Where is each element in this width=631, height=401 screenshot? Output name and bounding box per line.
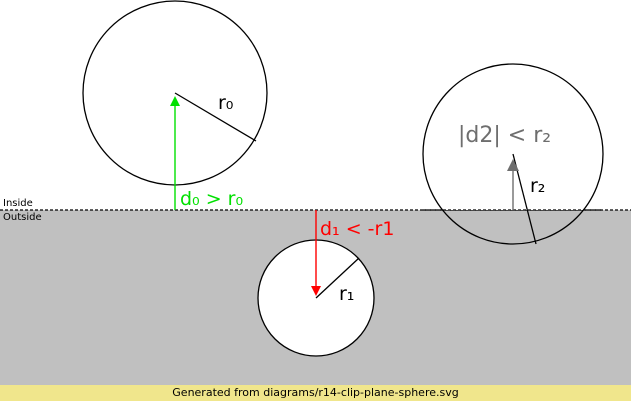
sphere-0-radius [174, 92, 257, 142]
sphere-2-inside-part [423, 64, 603, 210]
sphere-1-distance-label: d₁ < -r1 [320, 218, 394, 240]
sphere-0-distance-label: d₀ > r₀ [180, 188, 243, 210]
inside-label: Inside [3, 198, 33, 209]
sphere-0-radius-label: r₀ [218, 92, 233, 114]
sphere-2-distance-label: |d2| < r₂ [458, 123, 551, 148]
sphere-1-radius [315, 257, 360, 299]
sphere-1-radius-label: r₁ [339, 283, 354, 305]
sphere-2-radius-label: r₂ [530, 175, 545, 197]
footer-caption: Generated from diagrams/r14-clip-plane-s… [0, 385, 631, 401]
sphere-2 [422, 63, 604, 245]
outside-label: Outside [3, 212, 42, 223]
